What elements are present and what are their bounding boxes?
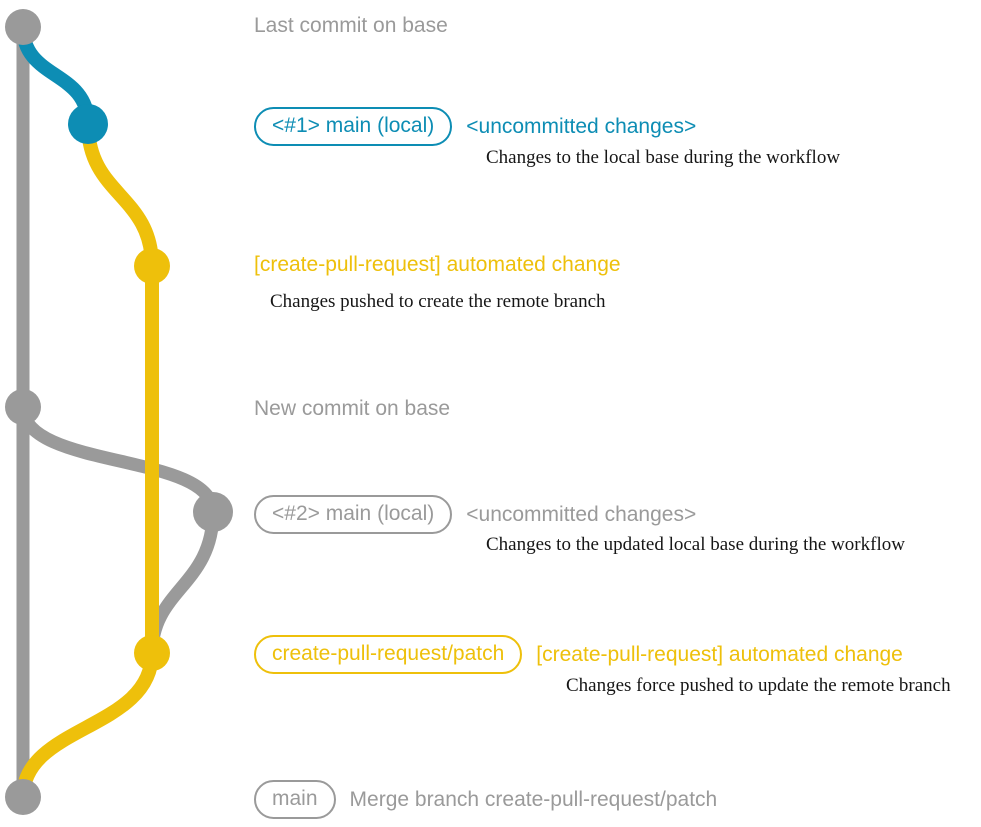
branch-badge-remote-patch[interactable]: create-pull-request/patch [254,635,523,674]
commit-row-automated-change-2: create-pull-request/patch [create-pull-r… [254,635,903,674]
branch-badge-local-1[interactable]: <#1> main (local) [254,107,453,146]
commit-row-local-change-2: <#2> main (local) <uncommitted changes> [254,495,696,534]
commit-description-local-change-1: Changes to the local base during the wor… [486,147,841,168]
commit-description-automated-change-1: Changes pushed to create the remote bran… [270,291,606,312]
commit-subject-automated-change-1: [create-pull-request] automated change [254,253,621,276]
branch-badge-main[interactable]: main [254,780,336,819]
commit-row-automated-change-1: [create-pull-request] automated change [254,254,621,275]
commit-subject-last-commit-on-base: Last commit on base [254,14,448,37]
commit-subject-merge-commit: Merge branch create-pull-request/patch [349,788,718,811]
node-local-commit-1[interactable] [68,104,108,144]
node-remote-commit-2[interactable] [134,635,170,671]
commit-row-new-commit-on-base: New commit on base [254,398,450,419]
commit-row-merge-commit: main Merge branch create-pull-request/pa… [254,780,717,819]
commit-subject-new-commit-on-base: New commit on base [254,397,451,420]
remote-branch-curve-yellow-top [81,117,159,273]
remote-to-merge-curve-yellow [16,646,159,804]
local-to-remote-merge-curve [145,505,220,660]
commit-subject-local-change-1: <uncommitted changes> [466,115,697,138]
commit-description-local-change-2: Changes to the updated local base during… [486,534,905,555]
commit-subject-local-change-2: <uncommitted changes> [466,503,697,526]
node-merge[interactable] [5,779,41,815]
branch-badge-local-2[interactable]: <#2> main (local) [254,495,453,534]
node-remote-commit-1[interactable] [134,248,170,284]
commit-row-last-commit-on-base: Last commit on base [254,15,448,36]
base-to-local-branch-curve [16,400,220,519]
commit-subject-automated-change-2: [create-pull-request] automated change [536,643,903,666]
node-base-new[interactable] [5,389,41,425]
node-local-commit-2[interactable] [193,492,233,532]
commit-description-automated-change-2: Changes force pushed to update the remot… [566,675,951,696]
node-base-head[interactable] [5,9,41,45]
commit-row-local-change-1: <#1> main (local) <uncommitted changes> [254,107,696,146]
